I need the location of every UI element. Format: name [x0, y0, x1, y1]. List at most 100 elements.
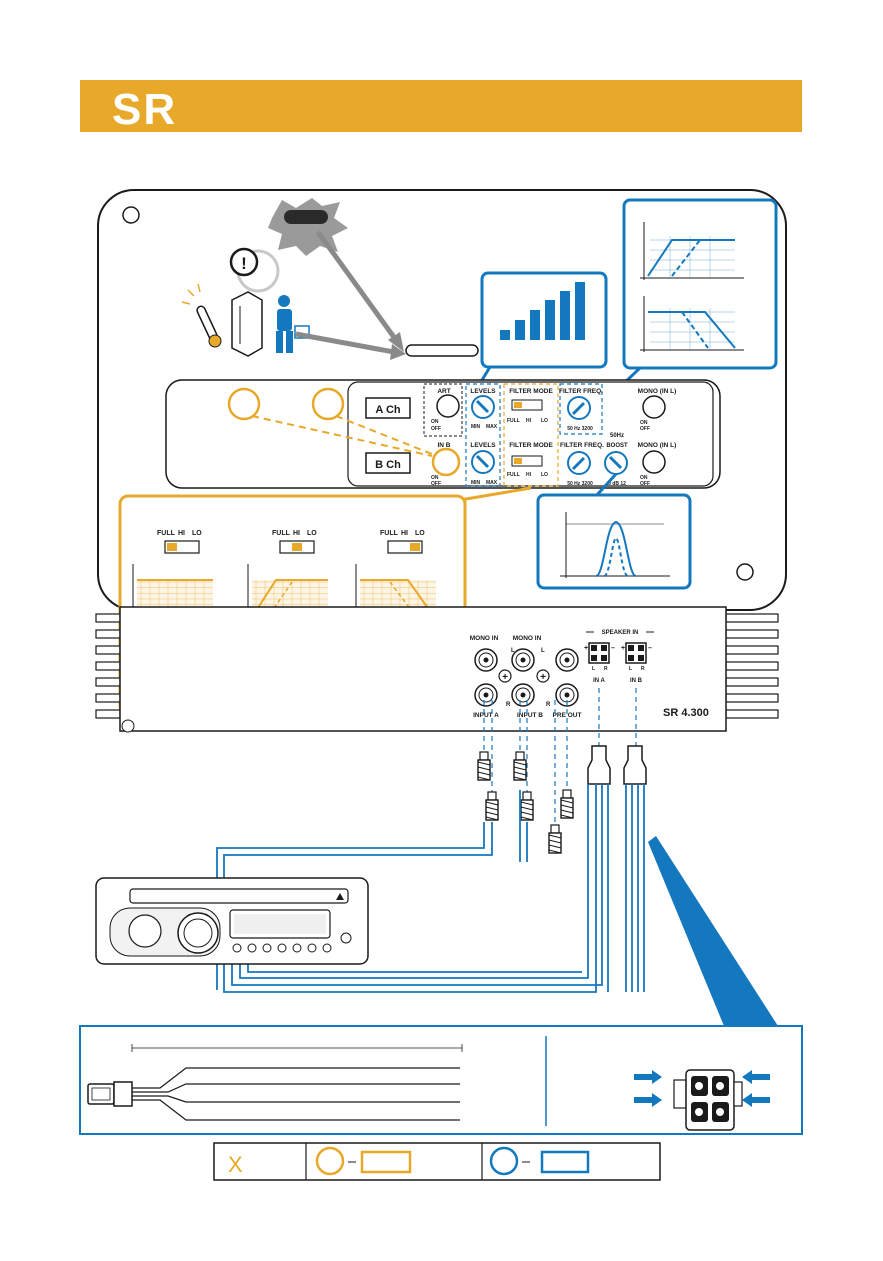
pre-out-jack[interactable] [555, 683, 579, 707]
svg-text:50 Hz 3200: 50 Hz 3200 [567, 481, 593, 487]
svg-text:L: L [629, 666, 632, 672]
mode-label-hi: HI [401, 530, 408, 537]
heatsink-fin [95, 693, 121, 703]
level-a-knob[interactable] [471, 395, 495, 419]
svg-text:OFF: OFF [640, 481, 650, 487]
svg-text:LO: LO [541, 418, 548, 424]
filter-freq-b-knob[interactable] [567, 451, 591, 475]
mode-label-full: FULL [157, 530, 176, 537]
svg-text:MONO (IN L): MONO (IN L) [638, 442, 677, 449]
legend-orange-box-icon [360, 1150, 412, 1174]
svg-text:!: ! [241, 254, 247, 273]
svg-text:OFF: OFF [431, 426, 441, 432]
svg-text:L: L [592, 666, 595, 672]
svg-text:OFF: OFF [431, 481, 441, 487]
rca-plug-input-a-r [485, 791, 499, 821]
svg-text:MONO IN: MONO IN [470, 635, 499, 642]
channel-a-label [365, 397, 411, 419]
svg-text:FULL: FULL [507, 472, 520, 478]
filter-mode-b-switch[interactable] [511, 455, 543, 467]
mono-b-switch[interactable] [642, 450, 666, 474]
speaker-plug-a [587, 745, 611, 785]
svg-text:ON: ON [431, 475, 439, 481]
svg-text:R: R [546, 702, 551, 708]
heatsink-fin [95, 661, 121, 671]
rca-plug-input-a-l [477, 751, 491, 781]
speaker-connector-icon [634, 1069, 770, 1131]
heatsink-right [725, 613, 779, 719]
heatsink-fin [725, 613, 779, 623]
art-switch[interactable] [436, 394, 460, 418]
rca-plug-pre-out-l [548, 824, 562, 854]
mono-in-a-jack[interactable] [474, 648, 498, 672]
mode-label-hi: HI [293, 530, 300, 537]
heatsink-fin [725, 709, 779, 719]
svg-text:MONO IN: MONO IN [513, 635, 542, 642]
svg-text:B Ch: B Ch [375, 459, 401, 471]
screw-bottom-right-icon [736, 563, 754, 581]
svg-text:PRE OUT: PRE OUT [553, 712, 582, 719]
svg-text:ON: ON [640, 475, 648, 481]
heatsink-fin [95, 709, 121, 719]
plus-icon: + [536, 669, 550, 683]
svg-text:FULL: FULL [507, 418, 520, 424]
svg-text:SPEAKER IN: SPEAKER IN [602, 630, 639, 636]
input-b-jack[interactable] [511, 683, 535, 707]
svg-text:50 Hz 3200: 50 Hz 3200 [567, 426, 593, 432]
header-bar [80, 80, 802, 132]
svg-text:SR 4.300: SR 4.300 [663, 707, 709, 719]
input-panel [119, 606, 727, 732]
screw-top-left-icon [122, 206, 140, 224]
svg-text:IN B: IN B [630, 678, 643, 684]
svg-text:MIN: MIN [471, 424, 481, 430]
input-a-jack[interactable] [474, 683, 498, 707]
mode-label-hi: HI [178, 530, 185, 537]
speaker-in-b-port[interactable]: +– [621, 642, 652, 664]
speaker-plug-b [623, 745, 647, 785]
legend-blue-box-icon [540, 1150, 590, 1174]
in-b-switch[interactable] [431, 447, 461, 477]
svg-text:IN A: IN A [593, 678, 605, 684]
rca-plug-input-b-l [513, 751, 527, 781]
svg-text:ON: ON [640, 420, 648, 426]
heatsink-fin [95, 629, 121, 639]
svg-text:ON: ON [431, 419, 439, 425]
heatsink-fin [725, 661, 779, 671]
mode-label-lo: LO [192, 530, 202, 537]
svg-text:A Ch: A Ch [375, 404, 401, 416]
mono-in-r-jack[interactable] [555, 648, 579, 672]
input-panel-screw-icon [121, 719, 135, 733]
mono-a-switch[interactable] [642, 395, 666, 419]
sr-logo: SR [112, 85, 175, 134]
legend-blue-circle-icon [489, 1146, 519, 1176]
mono-in-l-jack[interactable] [511, 648, 535, 672]
cable-length-indicator [131, 1044, 463, 1052]
svg-text:MAX: MAX [486, 480, 498, 486]
channel-b-label [365, 452, 411, 474]
heatsink-fin [95, 677, 121, 687]
svg-text:LO: LO [541, 472, 548, 478]
heatsink-fin [725, 629, 779, 639]
heatsink-fin [725, 693, 779, 703]
legend: X [213, 1142, 661, 1181]
svg-text:0 dB 12: 0 dB 12 [608, 481, 626, 487]
dashed-links [483, 688, 637, 825]
bass-boost-knob[interactable] [604, 451, 628, 475]
level-b-knob[interactable] [471, 450, 495, 474]
legend-orange-circle-icon [315, 1146, 345, 1176]
heatsink-fin [95, 645, 121, 655]
speaker-icon [231, 291, 263, 357]
svg-text:LEVELS: LEVELS [470, 442, 496, 449]
filter-mode-a-switch[interactable] [511, 399, 543, 411]
svg-text:+: + [584, 645, 588, 652]
filter-freq-a-knob[interactable] [567, 396, 591, 420]
levels-callout [480, 271, 608, 369]
svg-text:+: + [502, 672, 508, 683]
speaker-in-a-port[interactable]: +– [584, 642, 615, 664]
svg-text:FILTER MODE: FILTER MODE [509, 388, 553, 395]
mode-switch-thumb [167, 543, 177, 551]
